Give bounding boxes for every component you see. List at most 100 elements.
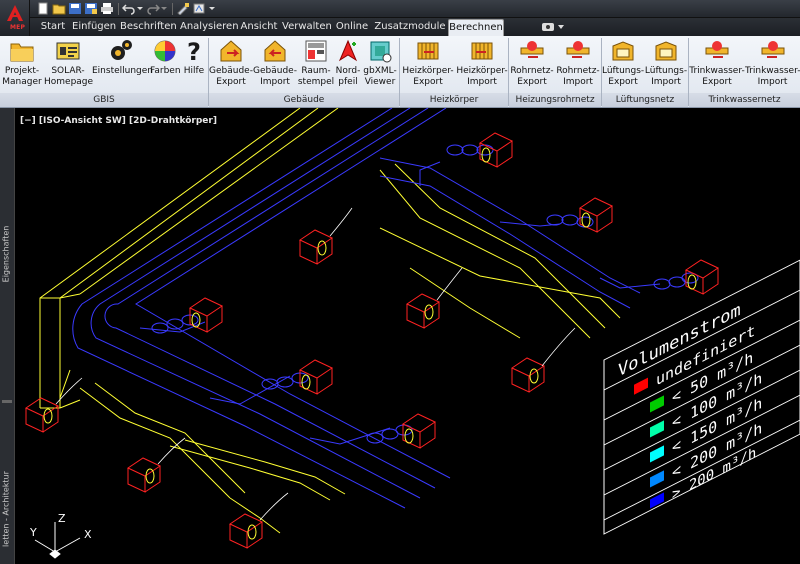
einstellungen-label: Einstellungen xyxy=(92,66,154,76)
save-as-icon[interactable] xyxy=(84,2,98,15)
undo-dropdown-icon[interactable] xyxy=(136,2,144,15)
trinkwasser-import-button[interactable]: Trinkwasser- Import xyxy=(745,38,800,92)
ventilation-export-icon xyxy=(612,41,634,61)
tool-palette-strip[interactable]: Eigenschaften letten - Architektur xyxy=(0,108,15,564)
match-properties-icon[interactable] xyxy=(176,2,190,15)
legend-swatch-undefined xyxy=(634,377,648,395)
legend-swatch-lt150 xyxy=(650,445,664,463)
tab-analysieren[interactable]: Analysieren xyxy=(180,21,239,32)
help-icon: ? xyxy=(187,38,201,64)
cad-model-view[interactable]: Volumenstrom undefiniert < 50 m³/h < 100… xyxy=(0,108,800,564)
palette-eigenschaften-label[interactable]: Eigenschaften xyxy=(1,225,11,283)
solar-homepage-button[interactable]: SOLAR- Homepage xyxy=(44,38,93,92)
redo-icon[interactable] xyxy=(146,2,160,15)
outlet[interactable] xyxy=(228,513,264,549)
lueftungs-export-button[interactable]: Lüftungs- Export xyxy=(602,38,644,92)
radiator-export-icon xyxy=(417,42,439,60)
rohrnetz-import-label: Rohrnetz- Import xyxy=(556,66,600,87)
einstellungen-button[interactable]: Einstellungen xyxy=(92,38,154,92)
new-file-icon[interactable] xyxy=(36,2,50,15)
outlet[interactable] xyxy=(188,297,224,333)
radiator-import-icon xyxy=(471,42,493,60)
redo-dropdown-icon[interactable] xyxy=(160,2,168,15)
gebaeude-export-button[interactable]: Gebäude- Export xyxy=(209,38,253,92)
palette-icon xyxy=(154,40,176,62)
ribbon-display-options-icon[interactable] xyxy=(540,21,566,33)
undo-icon[interactable] xyxy=(122,2,136,15)
ucs-z-label: Z xyxy=(58,512,66,525)
raumstempel-label: Raum- stempel xyxy=(297,66,335,87)
homepage-icon xyxy=(56,42,80,60)
palette-architektur-label[interactable]: letten - Architektur xyxy=(1,471,11,547)
print-icon[interactable] xyxy=(100,2,114,15)
ucs-icon[interactable]: Z Y X xyxy=(29,512,92,559)
nordpfeil-label: Nord- pfeil xyxy=(335,66,361,87)
hilfe-label: Hilfe xyxy=(183,66,205,76)
viewport-controls[interactable]: [−] [ISO-Ansicht SW] [2D-Drahtkörper] xyxy=(20,116,217,126)
building-import-icon xyxy=(264,40,286,62)
panel-title-gebaeude: Gebäude xyxy=(209,93,399,107)
hilfe-button[interactable]: ? Hilfe xyxy=(180,38,208,92)
outlet[interactable] xyxy=(126,457,162,493)
save-icon[interactable] xyxy=(68,2,82,15)
ribbon-tab-bar: Start Einfügen Beschriften Analysieren A… xyxy=(30,18,800,36)
heizkoerper-import-button[interactable]: Heizkörper- Import xyxy=(456,38,508,92)
lueftungs-import-button[interactable]: Lüftungs- Import xyxy=(644,38,688,92)
svg-text:?: ? xyxy=(187,38,201,64)
water-export-icon xyxy=(705,41,729,58)
panel-title-heizkoerper: Heizkörper xyxy=(400,93,508,107)
open-folder-icon[interactable] xyxy=(52,2,66,15)
tab-ansicht[interactable]: Ansicht xyxy=(240,21,278,32)
outlet[interactable] xyxy=(298,359,334,395)
projekt-manager-button[interactable]: Projekt- Manager xyxy=(0,38,44,92)
projekt-manager-label: Projekt- Manager xyxy=(2,66,42,87)
ucs-y-label: Y xyxy=(29,526,37,539)
rohrnetz-export-button[interactable]: Rohrnetz- Export xyxy=(509,38,555,92)
farben-label: Farben xyxy=(150,66,181,76)
outlet[interactable] xyxy=(478,132,514,168)
air-outlets[interactable] xyxy=(24,132,720,549)
outlet[interactable] xyxy=(298,229,334,265)
building-export-icon xyxy=(220,40,242,62)
folder-icon xyxy=(10,43,34,62)
gebaeude-import-button[interactable]: Gebäude- Import xyxy=(253,38,297,92)
outlet[interactable] xyxy=(24,397,60,433)
quick-access-toolbar xyxy=(0,0,800,18)
tab-verwalten[interactable]: Verwalten xyxy=(282,21,332,32)
tab-beschriften[interactable]: Beschriften xyxy=(120,21,177,32)
secondary-duct-network[interactable] xyxy=(39,108,621,534)
trinkwasser-export-button[interactable]: Trinkwasser- Export xyxy=(689,38,745,92)
gbxml-viewer-icon xyxy=(370,41,392,63)
farben-button[interactable]: Farben xyxy=(150,38,181,92)
outlet[interactable] xyxy=(684,259,720,295)
gbxml-viewer-button[interactable]: gbXML- Viewer xyxy=(361,38,399,92)
panel-title-lueftungsnetz: Lüftungsnetz xyxy=(602,93,688,107)
tab-start[interactable]: Start xyxy=(40,21,66,32)
legend-swatch-lt50 xyxy=(650,395,664,413)
main-duct-network[interactable] xyxy=(72,108,661,509)
outlet[interactable] xyxy=(510,357,546,393)
connector-lines xyxy=(55,207,576,521)
heizkoerper-import-label: Heizkörper- Import xyxy=(456,66,508,87)
customize-toolbar-dropdown-icon[interactable] xyxy=(208,2,216,15)
ventilation-import-icon xyxy=(655,41,677,61)
nordpfeil-button[interactable]: Nord- pfeil xyxy=(335,38,361,92)
application-menu-button[interactable]: MEP xyxy=(0,0,30,36)
tab-online[interactable]: Online xyxy=(335,21,369,32)
tab-zusatzmodule[interactable]: Zusatzmodule xyxy=(374,21,446,32)
gebaeude-export-label: Gebäude- Export xyxy=(209,66,253,87)
lueftungs-export-label: Lüftungs- Export xyxy=(602,66,645,87)
raumstempel-button[interactable]: Raum- stempel xyxy=(297,38,335,92)
outlet[interactable] xyxy=(405,293,441,329)
heizkoerper-export-button[interactable]: Heizkörper- Export xyxy=(400,38,456,92)
heizkoerper-export-label: Heizkörper- Export xyxy=(402,66,454,87)
tab-einfuegen[interactable]: Einfügen xyxy=(72,21,117,32)
plot-icon[interactable] xyxy=(192,2,206,15)
rohrnetz-import-button[interactable]: Rohrnetz- Import xyxy=(555,38,601,92)
outlet[interactable] xyxy=(401,413,437,449)
panel-title-heizungsrohrnetz: Heizungsrohrnetz xyxy=(509,93,601,107)
outlet[interactable] xyxy=(578,197,614,233)
pipe-import-icon xyxy=(566,41,590,58)
gears-icon xyxy=(111,40,132,60)
tab-berechnen[interactable]: Berechnen xyxy=(448,19,504,36)
